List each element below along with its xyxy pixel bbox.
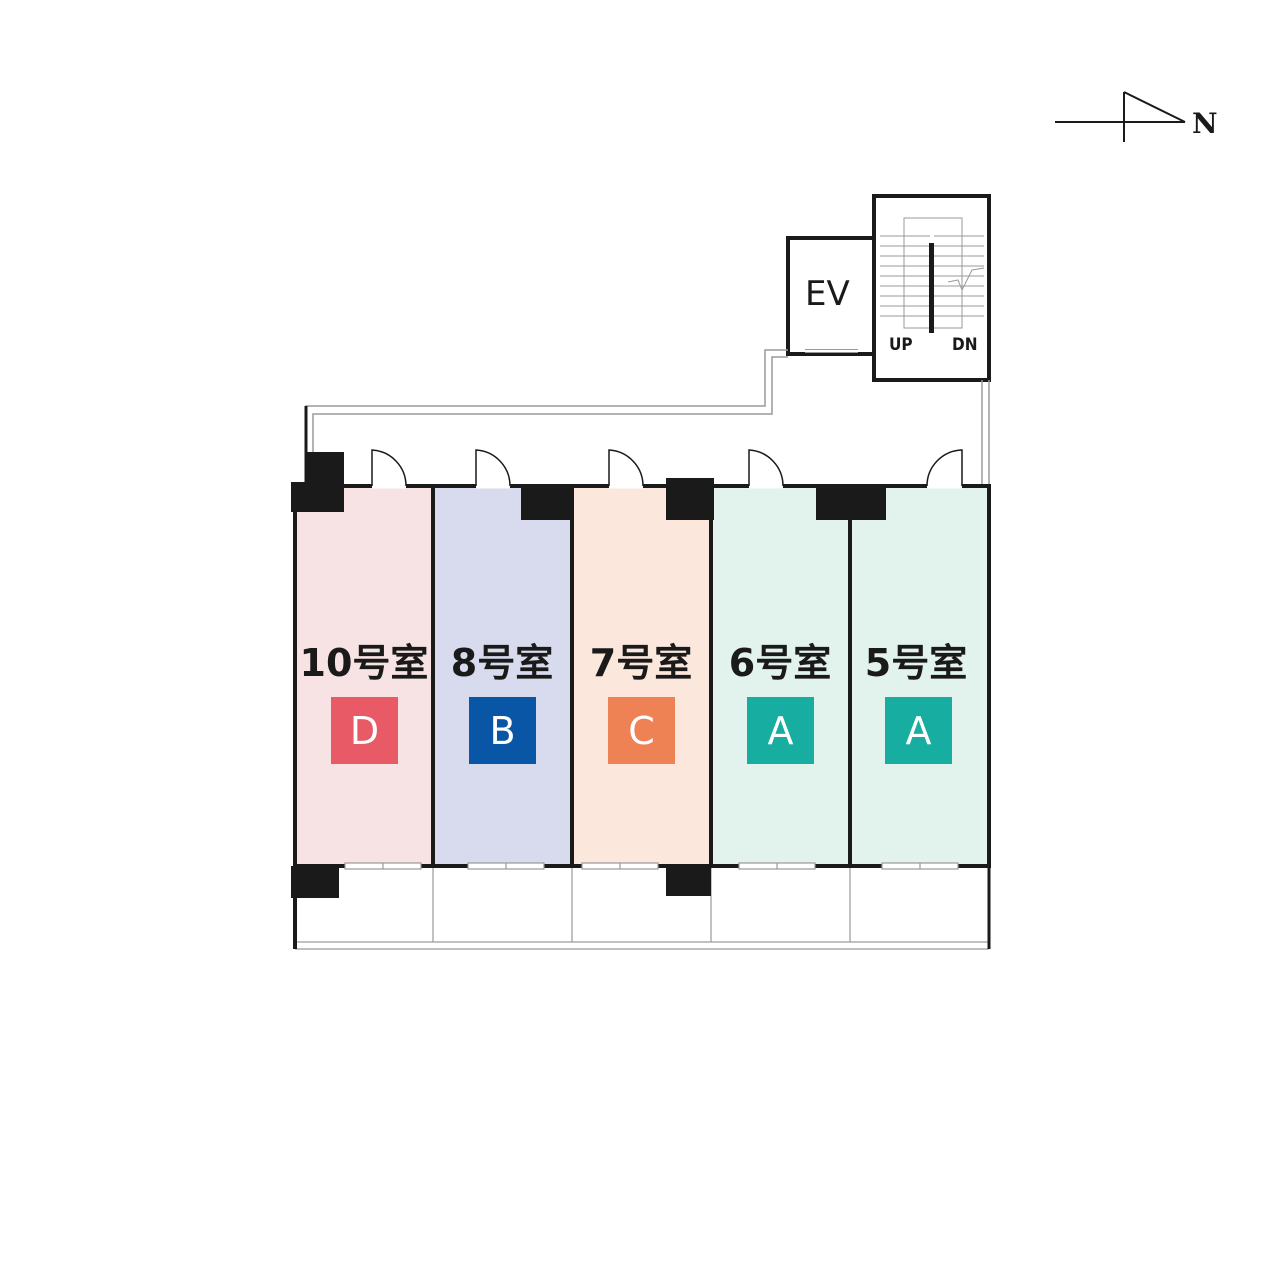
room-floor-8 bbox=[431, 484, 574, 868]
door-7 bbox=[608, 449, 644, 489]
stair-handrail bbox=[929, 243, 934, 333]
window-10 bbox=[344, 862, 422, 870]
stair-up-label: UP bbox=[889, 335, 913, 355]
type-letter-5: A bbox=[906, 709, 932, 753]
unit-6: 6号室 A bbox=[709, 484, 852, 868]
type-badge-5 bbox=[885, 697, 952, 764]
elevator-label: EV bbox=[805, 274, 850, 314]
door-5 bbox=[926, 449, 963, 489]
stair-tower: UP DN bbox=[872, 194, 991, 382]
type-letter-7: C bbox=[628, 709, 655, 753]
room-floor-5 bbox=[848, 484, 991, 868]
unit-7: 7号室 C bbox=[570, 484, 713, 868]
window-8 bbox=[467, 862, 545, 870]
type-badge-10 bbox=[331, 697, 398, 764]
stair-treads bbox=[880, 217, 985, 329]
elevator: EV bbox=[786, 236, 876, 356]
unit-10: 10号室 D bbox=[293, 484, 435, 868]
door-8 bbox=[475, 449, 511, 489]
door-10 bbox=[371, 449, 407, 489]
stair-down-label: DN bbox=[952, 335, 978, 355]
room-floor-7 bbox=[570, 484, 713, 868]
type-badge-6 bbox=[747, 697, 814, 764]
unit-name-6: 6号室 bbox=[729, 641, 831, 685]
units: 10号室 D 8号室 B 7号室 C 6号室 A 5号室 A bbox=[293, 484, 991, 868]
window-7 bbox=[581, 862, 659, 870]
window-5 bbox=[881, 862, 959, 870]
north-label: N bbox=[1192, 107, 1218, 140]
window-6 bbox=[738, 862, 816, 870]
unit-name-8: 8号室 bbox=[451, 641, 553, 685]
type-letter-8: B bbox=[489, 709, 515, 753]
type-badge-8 bbox=[469, 697, 536, 764]
type-letter-10: D bbox=[350, 709, 379, 753]
unit-name-10: 10号室 bbox=[300, 641, 429, 685]
unit-name-7: 7号室 bbox=[590, 641, 692, 685]
balcony bbox=[293, 865, 991, 950]
structural-columns bbox=[291, 452, 886, 898]
unit-5: 5号室 A bbox=[848, 484, 991, 868]
balcony-windows bbox=[344, 862, 959, 870]
unit-8: 8号室 B bbox=[431, 484, 574, 868]
type-letter-6: A bbox=[768, 709, 794, 753]
unit-name-5: 5号室 bbox=[865, 641, 967, 685]
north-arrow-icon: N bbox=[1055, 91, 1218, 142]
type-badge-7 bbox=[608, 697, 675, 764]
entrance-doors bbox=[371, 449, 963, 489]
door-6 bbox=[748, 449, 784, 489]
